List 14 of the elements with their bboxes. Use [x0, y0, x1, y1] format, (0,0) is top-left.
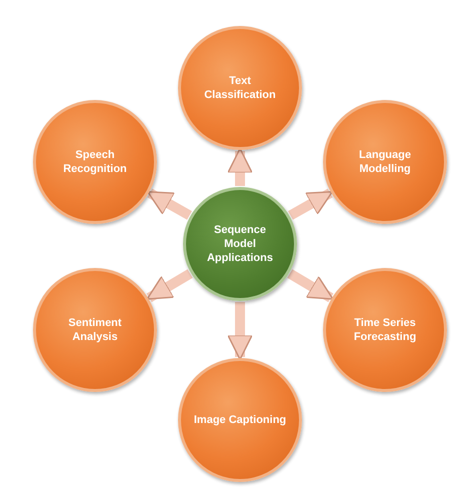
- circle-label: Text Classification: [203, 74, 277, 102]
- circle-label: Speech Recognition: [62, 148, 128, 176]
- circle-label: Sentiment Analysis: [67, 316, 123, 344]
- circle-label: Language Modelling: [358, 148, 412, 176]
- block-arrow: [287, 269, 334, 302]
- circle-label: Image Captioning: [194, 412, 286, 428]
- center-circle: [183, 187, 297, 301]
- block-arrow: [227, 302, 253, 360]
- block-arrow: [227, 148, 253, 186]
- circle-label: Time Series Forecasting: [352, 316, 418, 344]
- block-arrow: [147, 188, 192, 220]
- block-arrow: [288, 188, 333, 220]
- circle-label: Sequence Model Applications: [206, 222, 274, 266]
- block-arrow: [146, 269, 193, 302]
